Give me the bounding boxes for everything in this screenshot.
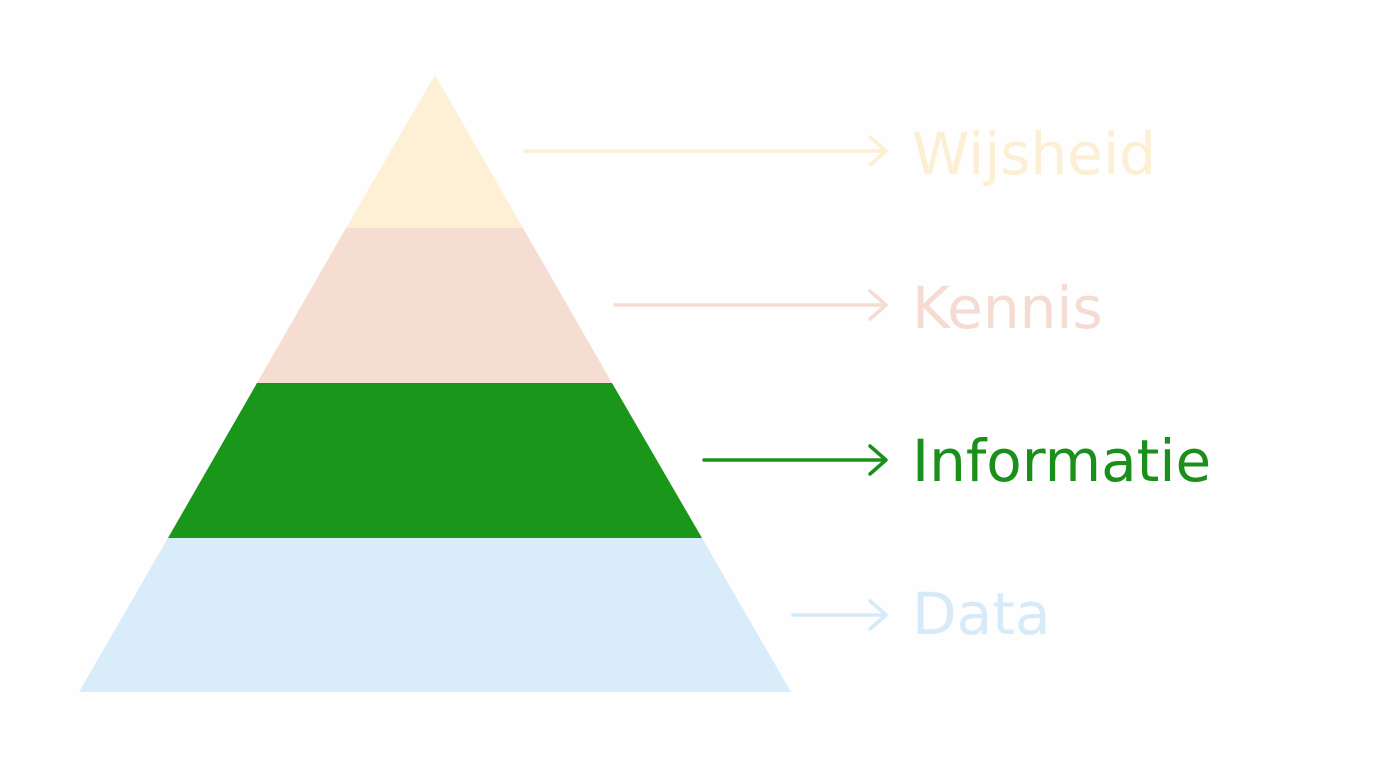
labels: Wijsheid Kennis Informatie Data <box>912 120 1211 648</box>
label-data: Data <box>912 580 1051 648</box>
arrow-head-kennis <box>868 289 888 321</box>
arrow-informatie <box>702 444 888 476</box>
arrow-wijsheid <box>523 135 888 167</box>
arrow-head-wijsheid <box>868 135 888 167</box>
arrows <box>523 135 888 631</box>
label-informatie: Informatie <box>912 427 1211 495</box>
arrow-head-informatie <box>868 444 888 476</box>
label-kennis: Kennis <box>912 274 1103 342</box>
label-wijsheid: Wijsheid <box>912 120 1156 188</box>
pyramid-layer-wijsheid[interactable] <box>346 75 523 228</box>
pyramid-layer-informatie[interactable] <box>168 383 702 538</box>
pyramid <box>79 75 791 692</box>
arrow-head-data <box>868 599 888 631</box>
pyramid-layer-data[interactable] <box>79 538 791 692</box>
arrow-kennis <box>613 289 888 321</box>
arrow-data <box>791 599 888 631</box>
pyramid-layer-kennis[interactable] <box>257 228 612 383</box>
